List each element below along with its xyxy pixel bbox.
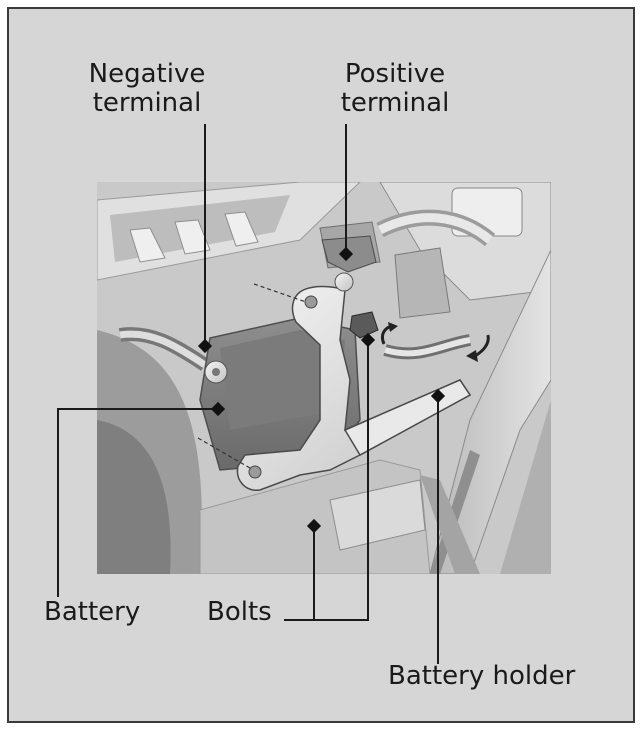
- leader-battery: [57, 408, 218, 597]
- leader-markers: [197, 246, 446, 534]
- label-negative-terminal-line2: terminal: [92, 88, 202, 118]
- engine-photo: [97, 182, 551, 574]
- label-bolts: Bolts: [207, 597, 272, 627]
- label-positive-terminal-line2: terminal: [340, 88, 450, 118]
- label-negative-terminal-line1: Negative: [88, 59, 206, 89]
- leader-bolts-right: [284, 340, 369, 621]
- marker-battery-holder: [430, 388, 446, 404]
- leader-lines: [57, 124, 439, 664]
- label-battery-holder: Battery holder: [388, 661, 576, 691]
- marker-bolt-upper: [360, 332, 376, 348]
- marker-negative-terminal: [197, 338, 213, 354]
- label-positive-terminal: Positive terminal: [325, 60, 465, 118]
- marker-battery: [210, 401, 226, 417]
- label-positive-terminal-line1: Positive: [344, 59, 446, 89]
- label-negative-terminal: Negative terminal: [82, 60, 212, 118]
- marker-bolt-lower: [306, 518, 322, 534]
- label-battery: Battery: [44, 597, 141, 627]
- marker-positive-terminal: [338, 246, 354, 262]
